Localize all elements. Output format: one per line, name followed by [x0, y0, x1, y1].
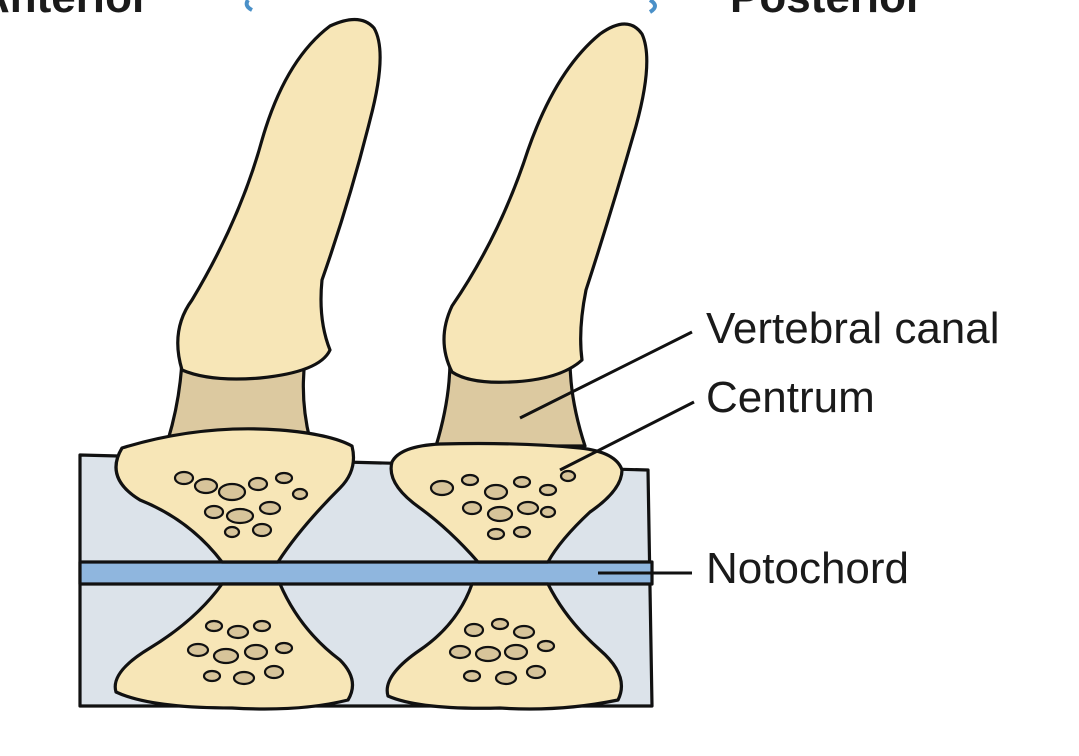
centrum-leader [559, 400, 695, 472]
notochord-band [78, 560, 654, 586]
vertebra-anterior [113, 17, 382, 711]
posterior-label: Posterior [730, 0, 923, 22]
neural-spine-1 [176, 17, 382, 381]
centrum-lower-1 [113, 582, 355, 711]
posterior-arrow-icon [648, 0, 657, 14]
vertebral-canal-label: Vertebral canal [706, 304, 1000, 353]
anterior-label: Anterior [0, 0, 149, 22]
neural-spine-2 [442, 22, 649, 384]
anterior-arrow-icon [244, 0, 253, 12]
centrum-label: Centrum [706, 373, 875, 422]
notochord-label: Notochord [706, 544, 909, 593]
vertebra-posterior [385, 22, 649, 711]
vertebral-canal-leader [519, 330, 693, 420]
centrum-lower-2 [385, 582, 623, 711]
